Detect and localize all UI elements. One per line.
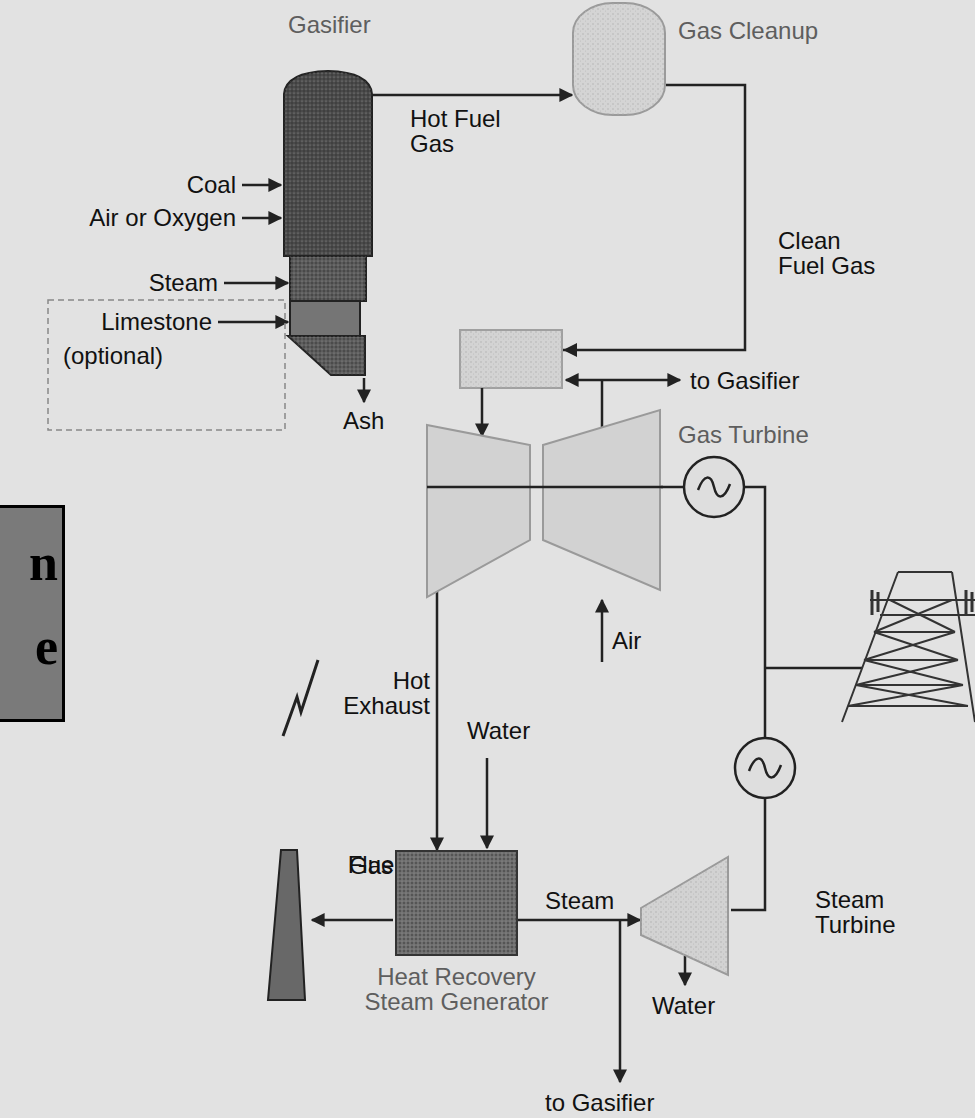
node-shape (425, 408, 663, 600)
gasifier-vessel: Gasifier (283, 70, 373, 376)
transmission-tower (842, 572, 975, 722)
edge-label: Steam (545, 888, 614, 913)
flow-label: (optional) (63, 343, 163, 368)
title-panel: ne (0, 505, 65, 722)
flow-connector (373, 94, 572, 97)
flow-label: Air (612, 628, 641, 653)
flow-label: to Gasifier (690, 368, 799, 393)
combustor-texture (460, 330, 562, 388)
node-shape (395, 850, 518, 956)
flow-connector (518, 919, 640, 922)
optional-bracket (48, 300, 285, 430)
air-inlet-arrow (601, 600, 604, 662)
node-label: e (35, 620, 58, 675)
steam-arrow (224, 282, 288, 285)
shaft (660, 486, 684, 489)
steam-to-gasifier-arrow (619, 920, 622, 1082)
node-label: n (29, 536, 58, 591)
flow-label: to Gasifier (545, 1090, 654, 1115)
flow-connector (436, 591, 439, 850)
generator-wave (749, 759, 781, 778)
steam-shaft (731, 798, 765, 910)
coal-arrow (242, 184, 281, 187)
node-label: Gas Turbine (678, 422, 809, 447)
flow-label: Ash (343, 408, 384, 433)
flow-label: Water (467, 718, 530, 743)
air-to-gasifier-arrow (566, 379, 680, 382)
node-shape (572, 2, 666, 116)
steam-turbine: Steam Turbine (640, 855, 730, 977)
node-label: Gasifier (288, 12, 371, 37)
flue-gas-arrow (312, 919, 393, 922)
combustor (460, 330, 562, 388)
flow-label: Water (652, 993, 715, 1018)
generator-wave (698, 478, 730, 497)
node-shape (640, 855, 730, 977)
water-in-arrow (486, 758, 489, 848)
compressor-outlet (601, 380, 604, 427)
power-line (744, 487, 862, 738)
lightning (283, 660, 318, 736)
edge-label: Hot Exhaust (330, 668, 430, 718)
generator-symbol (735, 738, 795, 798)
edge-label: Hot Fuel Gas (410, 106, 520, 156)
water-out-arrow (684, 956, 687, 985)
gas-cleanup-vessel: Gas Cleanup (572, 2, 666, 116)
generator-symbol (684, 457, 744, 517)
flow-label: Coal (187, 172, 236, 197)
hrsg-box: Heat Recovery Steam Generator (395, 850, 518, 956)
node-label: Gas Cleanup (678, 18, 818, 43)
node-shape (283, 70, 373, 376)
stack (268, 850, 305, 1000)
flow-label: Limestone (101, 309, 212, 334)
gas-turbine: Gas Turbine (425, 408, 663, 600)
node-label: Steam Turbine (815, 887, 910, 937)
limestone-arrow (218, 321, 288, 324)
air-arrow (242, 217, 281, 220)
flow-label: Flue Gas (340, 864, 402, 866)
edge-label: Clean Fuel Gas (778, 228, 883, 278)
flow-label: Air or Oxygen (89, 205, 236, 230)
node-label: Heat Recovery Steam Generator (349, 964, 564, 1014)
flow-label: Steam (149, 270, 218, 295)
ash-arrow (363, 378, 366, 402)
